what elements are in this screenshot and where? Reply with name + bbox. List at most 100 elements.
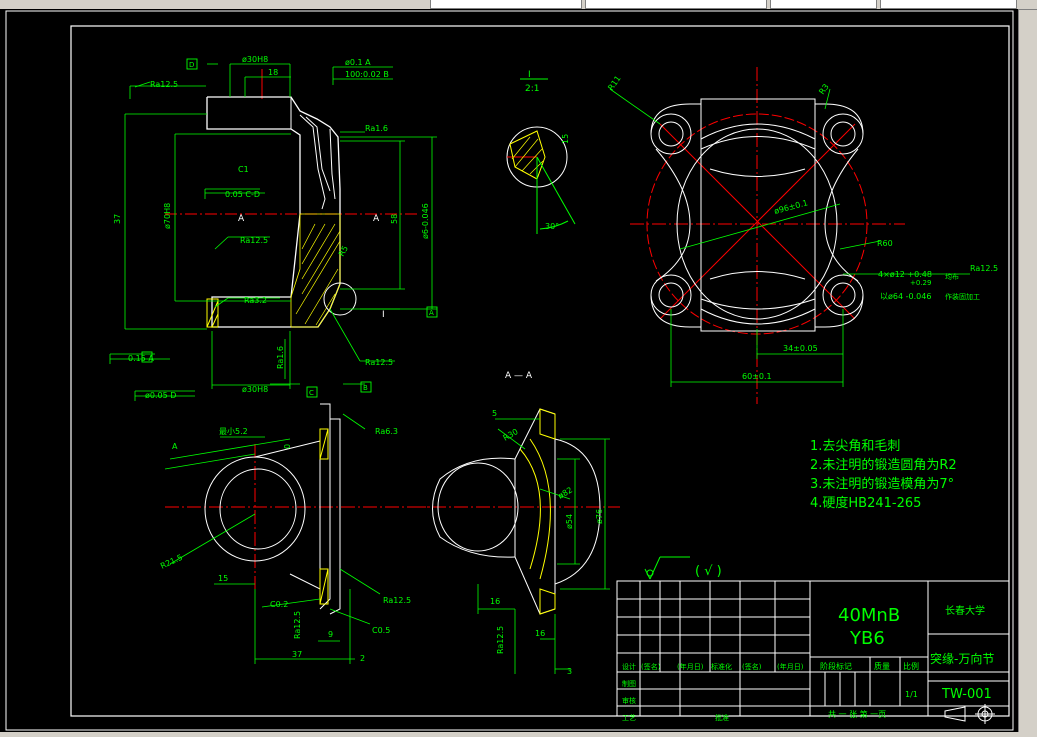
title-block-text: 40MnB YB6 长春大学 突缘-万向节 TW-001 阶段标记 质量 比例 … xyxy=(622,604,994,722)
side-view xyxy=(165,403,430,615)
svg-text:设计: 设计 xyxy=(622,662,636,671)
svg-text:ø76: ø76 xyxy=(595,509,604,524)
svg-text:Ra12.5: Ra12.5 xyxy=(293,611,302,639)
svg-text:2: 2 xyxy=(360,654,365,663)
svg-text:4×ø12 +0.48: 4×ø12 +0.48 xyxy=(878,270,932,279)
detail-title: I xyxy=(528,70,531,80)
section-dim-labels: 5 R30 ø82 ø54 ø76 16 Ra12.5 16 3 xyxy=(490,409,604,676)
roughness-symbol-text: ( √ ) xyxy=(695,564,722,579)
svg-text:C0.2: C0.2 xyxy=(270,600,288,609)
detail-circle xyxy=(323,282,357,316)
toolbar-field[interactable] xyxy=(770,0,877,9)
svg-text:ø82: ø82 xyxy=(557,485,575,500)
svg-text:Ra12.5: Ra12.5 xyxy=(970,264,998,273)
hatch-area xyxy=(290,213,341,328)
toolbar-field[interactable] xyxy=(430,0,582,9)
svg-text:C: C xyxy=(309,389,314,397)
svg-text:3: 3 xyxy=(567,667,572,676)
dim-label: 58 xyxy=(390,214,399,224)
svg-text:(年月日): (年月日) xyxy=(677,662,704,671)
section-mark-a: A xyxy=(238,214,245,224)
projection-symbol xyxy=(944,704,995,724)
dim-label: 0.05 C-D xyxy=(225,190,260,199)
svg-text:60±0.1: 60±0.1 xyxy=(742,372,772,381)
vertical-scrollbar[interactable] xyxy=(1018,10,1037,732)
front-dimensions xyxy=(109,63,437,401)
front-section-view xyxy=(165,69,420,328)
svg-text:C0.5: C0.5 xyxy=(372,626,390,635)
svg-text:(签名): (签名) xyxy=(641,662,661,671)
scale-value: 1/1 xyxy=(905,690,918,699)
dim-label: Ra12.5 xyxy=(365,358,393,367)
svg-text:制图: 制图 xyxy=(622,679,636,688)
dim-label: Ra12.5 xyxy=(150,80,178,89)
dim-label: 100:0.02 B xyxy=(345,70,389,79)
svg-text:工艺: 工艺 xyxy=(622,714,636,722)
part-outline xyxy=(206,96,341,328)
svg-text:比例: 比例 xyxy=(903,661,919,671)
svg-text:Ra6.3: Ra6.3 xyxy=(375,427,398,436)
note-line: 3.未注明的锻造模角为7° xyxy=(810,476,954,492)
dim-label: C1 xyxy=(238,165,249,174)
drawing-number: TW-001 xyxy=(941,687,992,702)
section-mark-a: A xyxy=(373,214,380,224)
part-name: 突缘-万向节 xyxy=(930,651,994,666)
dim-label: ø0.1 A xyxy=(345,58,371,67)
note-line: 1.去尖角和毛刺 xyxy=(810,439,900,454)
status-strip xyxy=(0,732,1037,737)
svg-text:B: B xyxy=(363,384,368,392)
side-dim-labels: 最小5.2 Ra6.3 R21.5 15 C0.2 Ra12.5 Ra12.5 … xyxy=(159,427,411,663)
inner-frame xyxy=(70,25,1010,717)
note-line: 2.未注明的锻造圆角为R2 xyxy=(810,457,957,473)
dim-label: ø70H8 xyxy=(163,203,172,229)
dim-label: ø0.05 D xyxy=(145,391,176,400)
dim-label: 0.15 A xyxy=(128,354,154,363)
cad-drawing: Ra12.5 ø30H8 18 ø0.1 A 100:0.02 B Ra1.6 … xyxy=(5,10,1014,731)
toolbar-field[interactable] xyxy=(880,0,1017,9)
dim-label: 37 xyxy=(113,214,122,224)
material-label: 40MnB xyxy=(838,605,900,626)
front-dim-labels: Ra12.5 ø30H8 18 ø0.1 A 100:0.02 B Ra1.6 … xyxy=(113,55,430,400)
title-block xyxy=(616,580,1010,717)
svg-text:Ra12.5: Ra12.5 xyxy=(496,626,505,654)
svg-text:Ra12.5: Ra12.5 xyxy=(383,596,411,605)
svg-text:批准: 批准 xyxy=(715,713,729,722)
svg-text:标准化: 标准化 xyxy=(711,662,732,671)
dim-label: Ra1.6 xyxy=(276,346,285,369)
svg-text:D: D xyxy=(189,61,194,69)
dim-label: 18 xyxy=(268,68,278,77)
toolbar-field[interactable] xyxy=(585,0,767,9)
svg-text:R21.5: R21.5 xyxy=(159,553,184,571)
svg-text:+0.29: +0.29 xyxy=(910,279,931,287)
dim-label: ø30H8 xyxy=(242,55,268,64)
note-line: 4.硬度HB241-265 xyxy=(810,495,921,511)
svg-text:9: 9 xyxy=(328,630,333,639)
section-dimensions xyxy=(477,418,610,674)
svg-text:16: 16 xyxy=(490,597,500,606)
section-marks: A A I xyxy=(238,214,385,320)
surface-roughness-symbol: ( √ ) xyxy=(644,556,722,580)
datum-symbols xyxy=(141,58,438,398)
svg-text:以ø64 -0.046: 以ø64 -0.046 xyxy=(880,292,931,301)
dim-label: 30° xyxy=(545,222,559,231)
section-aa-view: A — A xyxy=(410,371,620,615)
dim-label: ø6-0.046 xyxy=(421,203,430,239)
svg-text:A: A xyxy=(172,442,178,451)
datum-letters: D A C B xyxy=(189,61,434,397)
svg-text:阶段标记: 阶段标记 xyxy=(820,661,852,671)
technical-notes: 1.去尖角和毛刺 2.未注明的锻造圆角为R2 3.未注明的锻造模角为7° 4.硬… xyxy=(810,439,957,511)
school-label: 长春大学 xyxy=(945,604,985,617)
svg-text:0: 0 xyxy=(283,444,292,449)
svg-text:R30: R30 xyxy=(502,427,520,443)
svg-text:A: A xyxy=(429,309,434,317)
svg-text:作装固加工: 作装固加工 xyxy=(945,292,980,301)
detail-mark: I xyxy=(382,310,385,320)
drawing-canvas[interactable]: Ra12.5 ø30H8 18 ø0.1 A 100:0.02 B Ra1.6 … xyxy=(0,9,1018,732)
svg-text:37: 37 xyxy=(292,650,302,659)
svg-text:均布: 均布 xyxy=(945,272,959,281)
outer-frame xyxy=(5,10,1014,731)
svg-text:最小5.2: 最小5.2 xyxy=(219,427,248,436)
top-dimensions xyxy=(609,88,970,387)
svg-text:16: 16 xyxy=(535,629,545,638)
detail-scale: 2:1 xyxy=(525,84,539,94)
